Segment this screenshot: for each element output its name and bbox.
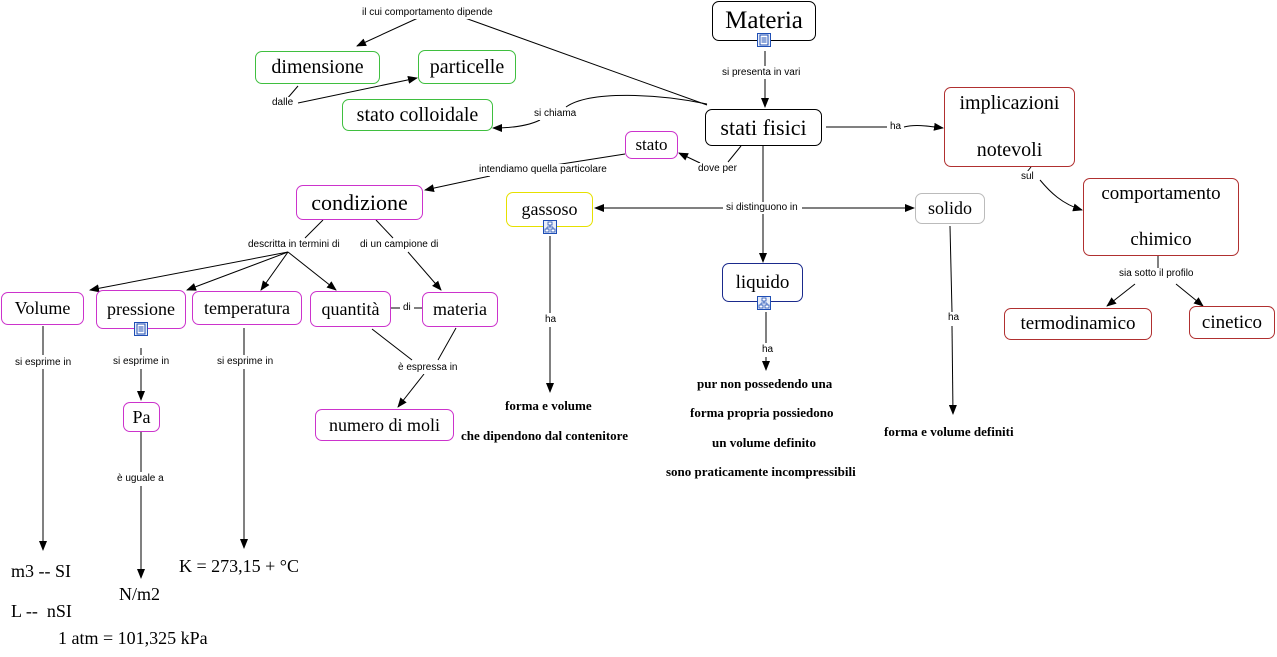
link-ha-liquido: ha [760,344,776,356]
concept-stato-label: stato [635,135,668,155]
concept-solido-label: solido [927,198,972,219]
concept-comportamento-chimico[interactable]: comportamento chimico [1083,178,1239,256]
link-si-presenta-in-vari: si presenta in vari [720,67,803,79]
link-dove-per: dove per [696,163,739,175]
concept-volume-label: Volume [14,298,71,319]
concept-stato-colloidale-label: stato colloidale [356,103,479,126]
desc-gassoso-1: forma e volume [505,398,592,413]
link-sia-sotto-il-profilo: sia sotto il profilo [1117,268,1196,280]
concept-solido[interactable]: solido [915,193,985,224]
concept-materia-campione-label: materia [433,299,487,320]
concept-map-icon[interactable] [757,296,771,310]
link-dalle: dalle [270,97,296,109]
concept-pressione-label: pressione [107,299,175,320]
concept-gassoso-label: gassoso [521,199,578,220]
concept-quantita-label: quantità [321,298,380,319]
link-di-un-campione-di: di un campione di [358,239,441,251]
concept-termodinamico-label: termodinamico [1020,313,1136,335]
link-ha-gassoso: ha [543,314,559,326]
text-kelvin: K = 273,15 + °C [179,556,300,576]
link-descritta-in-termini-di: descritta in termini di [246,239,342,251]
desc-liquido-2: forma propria possiedono [690,405,834,420]
concept-particelle[interactable]: particelle [418,50,516,84]
link-e-uguale-a: è uguale a [115,473,166,485]
text-nm2: N/m2 [119,584,161,604]
desc-liquido-3: un volume definito [712,435,817,450]
concept-numero-di-moli-label: numero di moli [329,414,440,435]
concept-temperatura[interactable]: temperatura [192,291,302,325]
link-comportamento-dipende: il cui comportamento dipende [360,7,495,19]
concept-condizione[interactable]: condizione [296,185,423,220]
link-di: di [401,302,413,314]
desc-liquido-1: pur non possedendo una [697,376,833,391]
concept-materia[interactable]: Materia [712,1,816,41]
text-atm: 1 atm = 101,325 kPa [58,628,208,648]
document-icon[interactable] [757,33,771,47]
link-si-chiama: si chiama [532,108,579,120]
link-si-esprime-in-pressione: si esprime in [111,356,172,368]
concept-comportamento-label-2: chimico [1130,229,1192,251]
concept-stato-colloidale[interactable]: stato colloidale [342,99,493,131]
concept-liquido-label: liquido [735,271,790,293]
concept-pa-label: Pa [132,406,151,427]
concept-materia-campione[interactable]: materia [422,292,498,327]
text-l-nsi: L -- nSI [11,601,72,621]
concept-materia-label: Materia [725,6,803,34]
concept-termodinamico[interactable]: termodinamico [1004,308,1152,340]
concept-stato[interactable]: stato [625,131,678,159]
concept-dimensione-label: dimensione [271,56,364,78]
concept-dimensione[interactable]: dimensione [255,51,380,84]
document-icon[interactable] [134,322,148,336]
concept-implicazioni-notevoli[interactable]: implicazioni notevoli [944,87,1075,167]
concept-temperatura-label: temperatura [204,297,290,318]
concept-map-icon[interactable] [543,220,557,234]
desc-gassoso-2: che dipendono dal contenitore [461,428,628,443]
concept-cinetico[interactable]: cinetico [1189,306,1275,339]
text-m3-si: m3 -- SI [11,561,71,581]
link-ha-implicazioni: ha [888,121,904,133]
concept-particelle-label: particelle [429,55,505,78]
concept-quantita[interactable]: quantità [310,291,391,327]
link-si-distinguono-in: si distinguono in [724,202,800,214]
concept-stati-fisici-label: stati fisici [720,114,807,140]
concept-condizione-label: condizione [311,189,408,215]
link-e-espressa-in: è espressa in [396,362,460,374]
link-intendiamo: intendiamo quella particolare [477,164,609,176]
concept-comportamento-label-1: comportamento [1101,183,1221,204]
concept-implicazioni-label-1: implicazioni [959,92,1060,114]
link-si-esprime-in-temperatura: si esprime in [215,356,276,368]
link-sul: sul [1019,171,1036,183]
concept-implicazioni-label-2: notevoli [976,139,1043,161]
concept-cinetico-label: cinetico [1201,311,1263,333]
desc-liquido-4: sono praticamente incompressibili [666,464,856,479]
concept-volume[interactable]: Volume [1,292,84,325]
link-si-esprime-in-volume: si esprime in [13,357,74,369]
concept-numero-di-moli[interactable]: numero di moli [315,409,454,441]
concept-liquido[interactable]: liquido [722,263,803,302]
concept-pa[interactable]: Pa [123,402,160,432]
link-ha-solido: ha [946,312,962,324]
concept-stati-fisici[interactable]: stati fisici [705,109,822,146]
desc-solido-1: forma e volume definiti [884,424,1014,439]
